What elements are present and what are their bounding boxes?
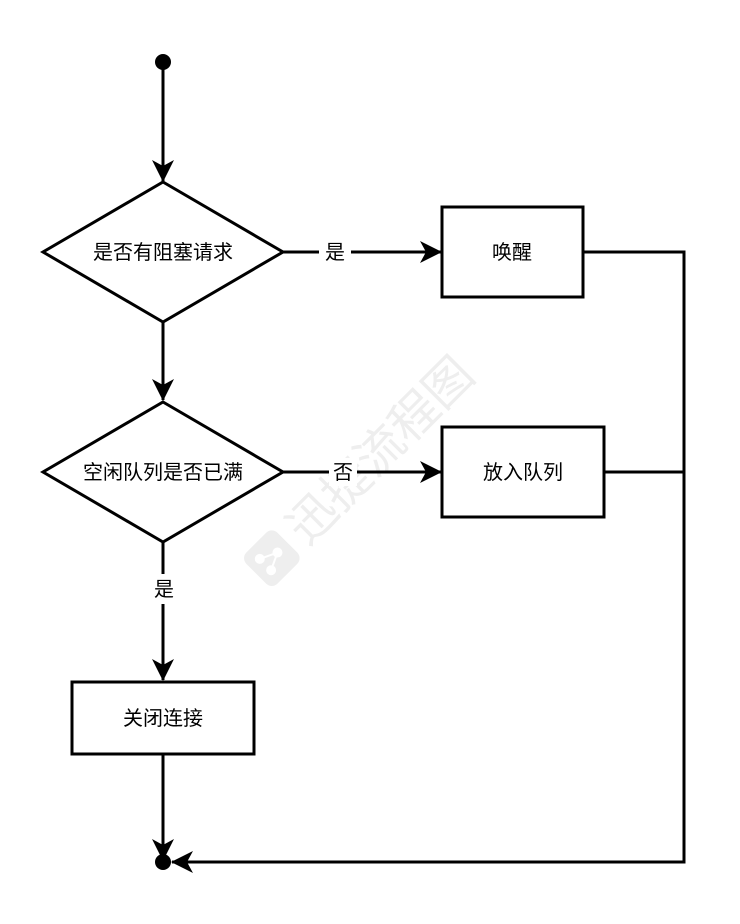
close-label: 关闭连接 — [123, 706, 203, 730]
decision-idle-queue-full[interactable]: 空闲队列是否已满 — [40, 400, 286, 544]
enqueue-label: 放入队列 — [483, 460, 563, 484]
edge-wake-to-end — [171, 250, 686, 873]
process-enqueue[interactable]: 放入队列 — [440, 425, 606, 519]
process-close-connection[interactable]: 关闭连接 — [70, 680, 256, 756]
decision1-label: 是否有阻塞请求 — [93, 240, 233, 264]
decision2-label: 空闲队列是否已满 — [83, 460, 243, 484]
watermark-logo-icon — [244, 530, 300, 586]
end-node[interactable] — [155, 854, 171, 870]
process-wake[interactable]: 唤醒 — [440, 205, 585, 299]
wake-label: 唤醒 — [492, 240, 532, 264]
edge-label-d1-yes: 是 — [325, 240, 345, 264]
edge-label-d2-no: 否 — [333, 460, 353, 484]
decision-blocking-request[interactable]: 是否有阻塞请求 — [40, 180, 286, 324]
edge-label-d2-yes: 是 — [154, 577, 174, 601]
